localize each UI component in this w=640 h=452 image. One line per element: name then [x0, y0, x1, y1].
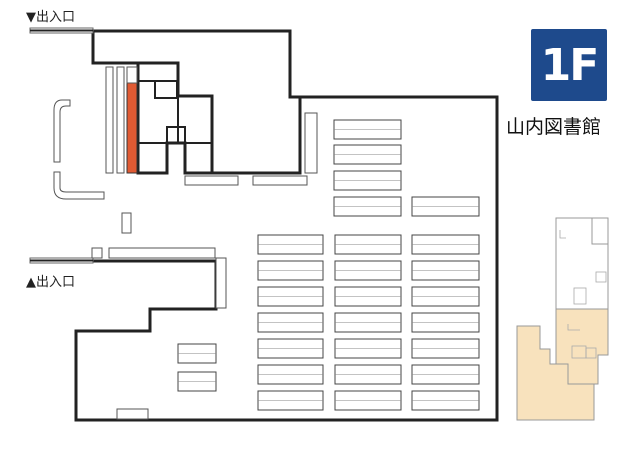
- highlighted-shelf[interactable]: [126, 82, 138, 174]
- shelving-grid: [177, 119, 480, 411]
- entrance-top-label: ▼出入口: [26, 10, 75, 25]
- vertical-shelves: [105, 66, 125, 174]
- minimap: [516, 217, 609, 421]
- library-name: 山内図書館: [506, 116, 602, 138]
- staff-rooms: [137, 80, 213, 174]
- corridor-wall: [212, 97, 302, 175]
- floor-badge: 1F: [540, 39, 600, 91]
- shelf-dividers: [178, 129, 479, 401]
- floor-badge-bg: [531, 29, 607, 101]
- entrance-top[interactable]: [29, 27, 94, 34]
- entrance-bottom-label: ▲出入口: [26, 275, 75, 290]
- benches: [53, 99, 105, 200]
- small-furniture: [91, 112, 318, 420]
- entrance-bottom[interactable]: [29, 257, 94, 264]
